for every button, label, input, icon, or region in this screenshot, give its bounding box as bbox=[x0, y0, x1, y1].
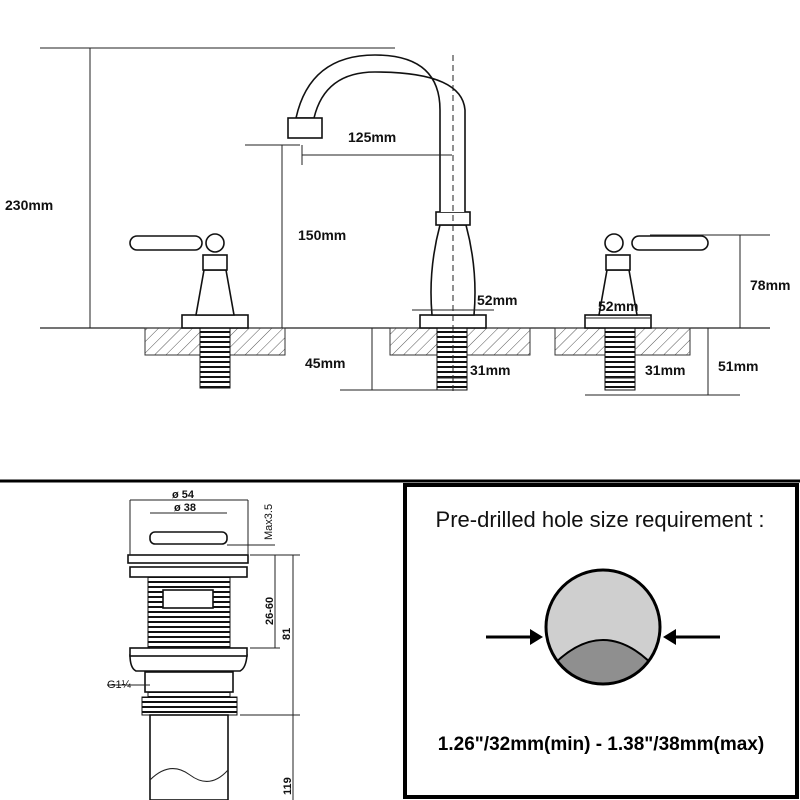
handle-height-label: 78mm bbox=[750, 277, 790, 293]
tail-length-label: 119 bbox=[282, 777, 294, 795]
handle-shank-dia-label: 31mm bbox=[645, 362, 685, 378]
counter-section-left bbox=[144, 327, 286, 389]
counter-section-right bbox=[554, 327, 691, 391]
left-handle bbox=[129, 233, 249, 329]
spout-height-label: 150mm bbox=[298, 227, 346, 243]
spout-reach-label: 125mm bbox=[348, 129, 396, 145]
spout bbox=[287, 54, 487, 395]
spout-base-label: 52mm bbox=[477, 292, 517, 308]
max-lift-label: Max3.5 bbox=[263, 504, 275, 540]
outer-diameter-label: ø 54 bbox=[172, 489, 195, 501]
handle-shank-length-label: 51mm bbox=[718, 358, 758, 374]
counter-section-center bbox=[389, 327, 531, 391]
popup-drain-drawing bbox=[107, 499, 300, 800]
counter-thickness-label: 26-60 bbox=[264, 597, 276, 625]
thread-size-label: G1¼ bbox=[107, 679, 132, 691]
hole-size-range: 1.26"/32mm(min) - 1.38"/38mm(max) bbox=[438, 734, 764, 755]
dimension-lines bbox=[40, 47, 770, 396]
total-height-label: 230mm bbox=[5, 197, 53, 213]
handle-base-label: 52mm bbox=[598, 298, 638, 314]
arrow-left-icon bbox=[486, 629, 543, 645]
arrow-right-icon bbox=[663, 629, 720, 645]
hole-requirement-title: Pre-drilled hole size requirement : bbox=[436, 507, 765, 532]
spout-shank-dia-label: 31mm bbox=[470, 362, 510, 378]
spout-shank-length-label: 45mm bbox=[305, 355, 345, 371]
inner-diameter-label: ø 38 bbox=[174, 502, 196, 514]
hole-diagram bbox=[544, 568, 662, 686]
drain-length-label: 81 bbox=[281, 628, 293, 640]
